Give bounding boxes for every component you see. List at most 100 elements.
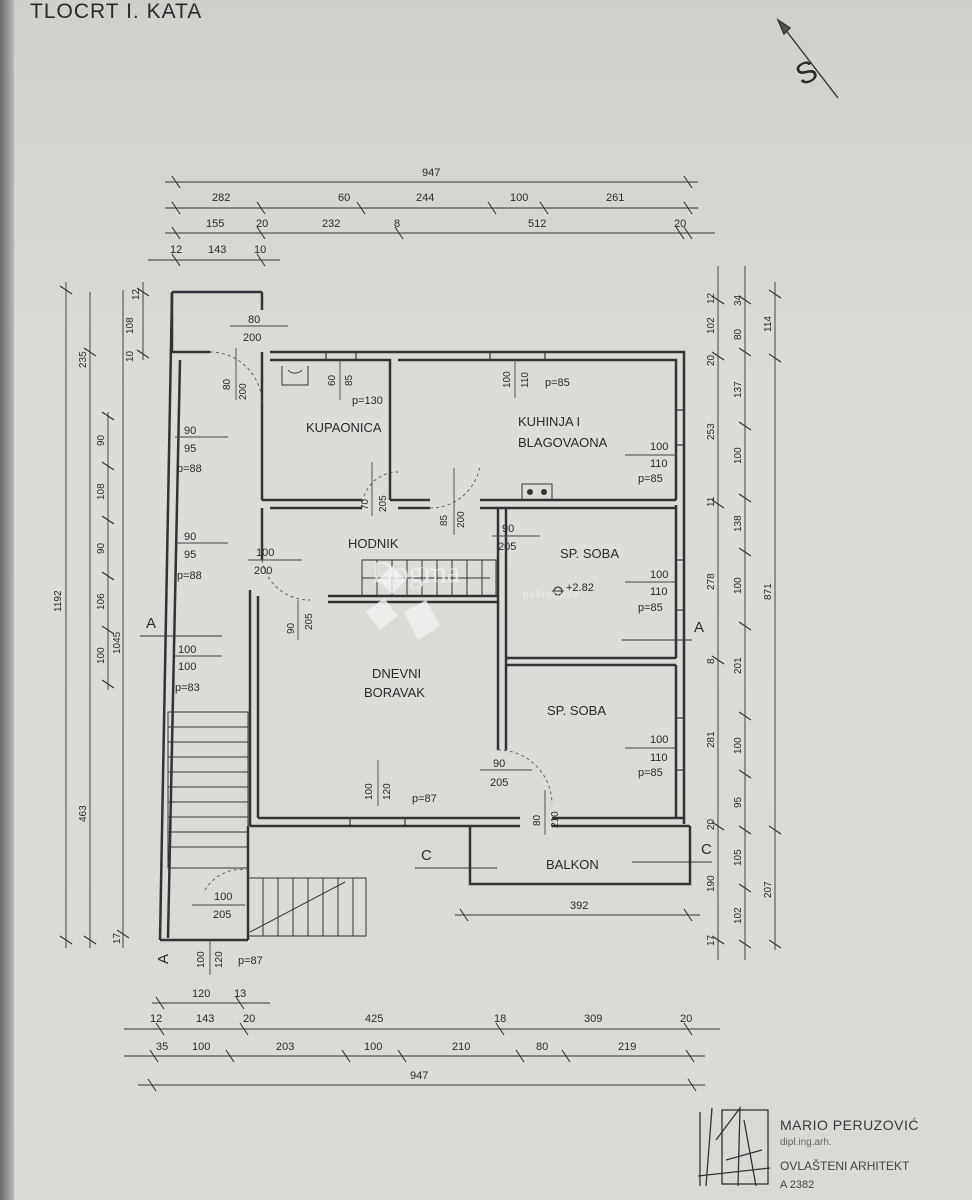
section-marker-c-left: C [421,847,432,864]
architect-name: MARIO PERUZOVIĆ [780,1117,919,1133]
tag-100b: 100 [178,661,196,673]
tag-90b: 90 [184,531,196,543]
tag-205d: 205 [490,777,508,789]
tag-205a: 205 [378,495,389,512]
tag-80: 80 [248,314,260,326]
dimension-lines [65,181,776,1086]
tag-110c: 110 [650,586,668,598]
architect-license-number: A 2382 [780,1179,815,1191]
tag-p85c: p=85 [638,602,663,614]
dim-balcony-392: 392 [570,900,588,912]
tag-205b: 205 [498,541,516,553]
architect-role: OVLAŠTENI ARHITEKT [780,1159,910,1173]
dim-left-108: 108 [96,483,107,500]
tag-120b: 120 [214,951,225,968]
tag-110d: 110 [650,752,668,764]
north-arrow-icon [776,18,839,99]
dim-left-90a: 90 [96,434,107,446]
section-lines [140,635,712,869]
dim-bottom-425: 425 [365,1013,383,1025]
bathtub-icon [281,366,309,386]
dim-right-138: 138 [733,515,744,532]
plan-title: TLOCRT I. KATA [30,0,203,23]
dim-right-80: 80 [733,328,744,340]
dim-right-11: 11 [706,496,717,507]
dim-right-8: 8 [706,658,717,664]
elevation-label: +2.82 [566,582,594,594]
dim-right-190: 190 [706,875,717,892]
dim-right-105: 105 [733,849,744,866]
dim-top-155: 155 [206,218,224,230]
tag-90a: 90 [184,425,196,437]
room-label-soba-2: SP. SOBA [547,703,606,718]
tag-90c: 90 [502,523,514,535]
room-label-hodnik: HODNIK [348,536,399,551]
dim-right-207: 207 [763,881,774,898]
tag-100h: 100 [364,783,375,800]
dim-top-282: 282 [212,192,230,204]
paper-edge-shadow [0,0,14,1200]
tag-p87b: p=87 [238,955,263,967]
watermark-subtitle: nekretnine [523,590,580,601]
tag-100f: 100 [650,569,668,581]
tag-110b: 110 [650,458,668,470]
dim-bottom-80: 80 [536,1041,548,1053]
tag-100d: 100 [502,371,513,388]
room-label-soba-1: SP. SOBA [560,546,619,561]
tag-90e: 90 [493,758,505,770]
watermark-logo-icon [366,566,440,640]
dim-bottom-143: 143 [196,1013,214,1025]
north-label: S [791,54,823,92]
room-label-kuhinja-1: KUHINJA I [518,414,580,429]
dim-right-102: 102 [706,317,717,334]
tag-p85d: p=85 [638,767,663,779]
dim-left-108b: 108 [125,317,136,334]
dim-left-17: 17 [112,932,123,944]
opening-tag-lines [175,325,676,975]
dim-bottom-20a: 20 [243,1013,255,1025]
tag-60: 60 [327,374,338,386]
watermark-brand: Dogma [372,556,461,589]
dim-top-512: 512 [528,218,546,230]
dim-left-235: 235 [78,351,89,368]
tag-95a: 95 [184,443,196,455]
dim-top-143: 143 [208,244,226,256]
dim-bottom-947: 947 [410,1070,428,1082]
dim-bottom-35: 35 [156,1041,168,1053]
dim-bottom-18: 18 [494,1013,506,1025]
dim-left-1192: 1192 [53,590,64,612]
room-label-kuhinja-2: BLAGOVAONA [518,435,608,450]
tag-90d: 90 [286,622,297,634]
section-marker-a-right: A [694,619,704,636]
dim-top-20a: 20 [256,218,268,230]
tag-210: 210 [550,811,561,828]
dim-left-1045: 1045 [112,631,123,654]
dim-right-278: 278 [706,573,717,590]
tag-200b: 200 [254,565,272,577]
tag-80b: 80 [532,814,543,826]
room-label-balkon: BALKON [546,857,599,872]
dim-right-871: 871 [763,583,774,600]
dim-right-95: 95 [733,796,744,808]
dim-top-8: 8 [394,218,400,230]
tag-100i: 100 [214,891,232,903]
dim-right-137: 137 [733,381,744,398]
tag-p87a: p=87 [412,793,437,805]
tag-200c: 200 [456,511,467,528]
tag-120a: 120 [382,783,393,800]
dim-left-12: 12 [131,288,142,300]
dimension-ticks [59,175,782,1092]
tag-100c: 100 [256,547,274,559]
dim-top-10: 10 [254,244,266,256]
dim-bottom-210: 210 [452,1041,470,1053]
tag-p88a: p=88 [177,463,202,475]
dim-bottom-203: 203 [276,1041,294,1053]
tag-205e: 205 [213,909,231,921]
dim-right-102b: 102 [733,907,744,924]
dim-top-947: 947 [422,167,440,179]
tag-70: 70 [360,498,371,510]
tag-p85b: p=85 [638,473,663,485]
dim-left-100: 100 [96,647,107,664]
tag-p85a: p=85 [545,377,570,389]
